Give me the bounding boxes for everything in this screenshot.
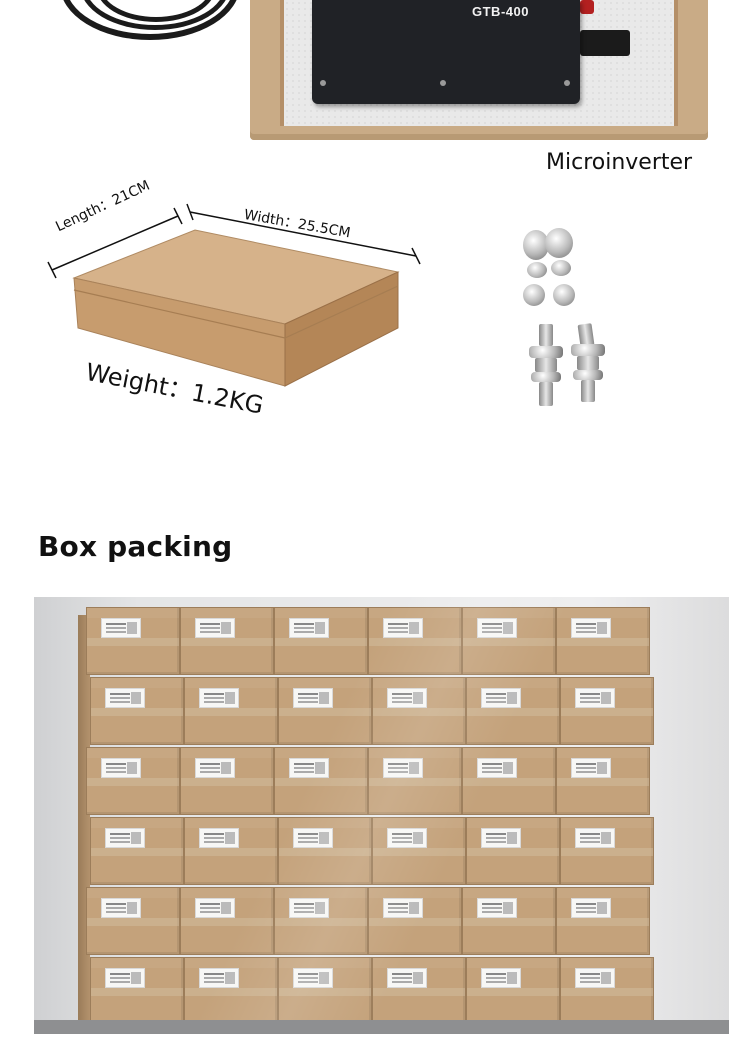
carton-box (466, 817, 560, 885)
carton-box (90, 677, 184, 745)
carton-stack (78, 607, 676, 1034)
carton-box (368, 887, 462, 955)
carton-label-sticker (195, 618, 235, 638)
carton-box (556, 747, 650, 815)
carton-box (274, 747, 368, 815)
carton-label-sticker (105, 688, 145, 708)
carton-label-sticker (383, 898, 423, 918)
carton-label-sticker (105, 828, 145, 848)
model-label: GTB-400 (472, 4, 529, 19)
carton-label-sticker (199, 688, 239, 708)
carton-box (560, 677, 654, 745)
carton-label-sticker (575, 828, 615, 848)
carton-label-sticker (101, 758, 141, 778)
carton-box (466, 677, 560, 745)
carton-label-sticker (289, 758, 329, 778)
carton-label-sticker (293, 828, 333, 848)
carton-label-sticker (575, 968, 615, 988)
carton-box (180, 607, 274, 675)
carton-box (368, 607, 462, 675)
carton-label-sticker (481, 688, 521, 708)
carton-label-sticker (571, 898, 611, 918)
carton-box (560, 817, 654, 885)
carton-label-sticker (387, 828, 427, 848)
box-packing-title: Box packing (38, 530, 233, 563)
carton-label-sticker (383, 618, 423, 638)
carton-label-sticker (195, 898, 235, 918)
carton-label-sticker (481, 968, 521, 988)
carton-box (560, 957, 654, 1025)
carton-label-sticker (195, 758, 235, 778)
mounting-hardware-image (505, 220, 625, 410)
microinverter-caption: Microinverter (546, 150, 693, 175)
carton-box (180, 887, 274, 955)
carton-box (278, 957, 372, 1025)
carton-label-sticker (105, 968, 145, 988)
carton-box (274, 887, 368, 955)
carton-label-sticker (199, 828, 239, 848)
carton-box (180, 747, 274, 815)
carton-label-sticker (387, 968, 427, 988)
carton-label-sticker (387, 688, 427, 708)
carton-box (278, 677, 372, 745)
carton-label-sticker (481, 828, 521, 848)
carton-box (90, 957, 184, 1025)
carton-label-sticker (571, 758, 611, 778)
carton-label-sticker (383, 758, 423, 778)
carton-box (90, 817, 184, 885)
dc-connector (580, 30, 630, 56)
carton-box (184, 817, 278, 885)
carton-box (184, 677, 278, 745)
carton-box (86, 607, 180, 675)
carton-box (372, 957, 466, 1025)
carton-box (556, 887, 650, 955)
carton-label-sticker (101, 618, 141, 638)
carton-label-sticker (293, 968, 333, 988)
carton-box (368, 747, 462, 815)
box-packing-photo (34, 597, 729, 1034)
carton-box (462, 747, 556, 815)
carton-label-sticker (477, 758, 517, 778)
carton-label-sticker (101, 898, 141, 918)
carton-label-sticker (575, 688, 615, 708)
carton-box (372, 817, 466, 885)
carton-box (466, 957, 560, 1025)
carton-label-sticker (293, 688, 333, 708)
connector-cap-red (580, 0, 594, 14)
package-box-illustration (47, 203, 421, 387)
carton-box (278, 817, 372, 885)
carton-label-sticker (289, 898, 329, 918)
carton-label-sticker (477, 618, 517, 638)
microinverter-device: GTB-400 (312, 0, 580, 104)
carton-label-sticker (289, 618, 329, 638)
carton-box (86, 887, 180, 955)
carton-label-sticker (199, 968, 239, 988)
carton-box (462, 887, 556, 955)
carton-box (372, 677, 466, 745)
carton-box (556, 607, 650, 675)
carton-label-sticker (477, 898, 517, 918)
carton-box (274, 607, 368, 675)
carton-label-sticker (571, 618, 611, 638)
carton-box (462, 607, 556, 675)
carton-box (184, 957, 278, 1025)
carton-box (86, 747, 180, 815)
